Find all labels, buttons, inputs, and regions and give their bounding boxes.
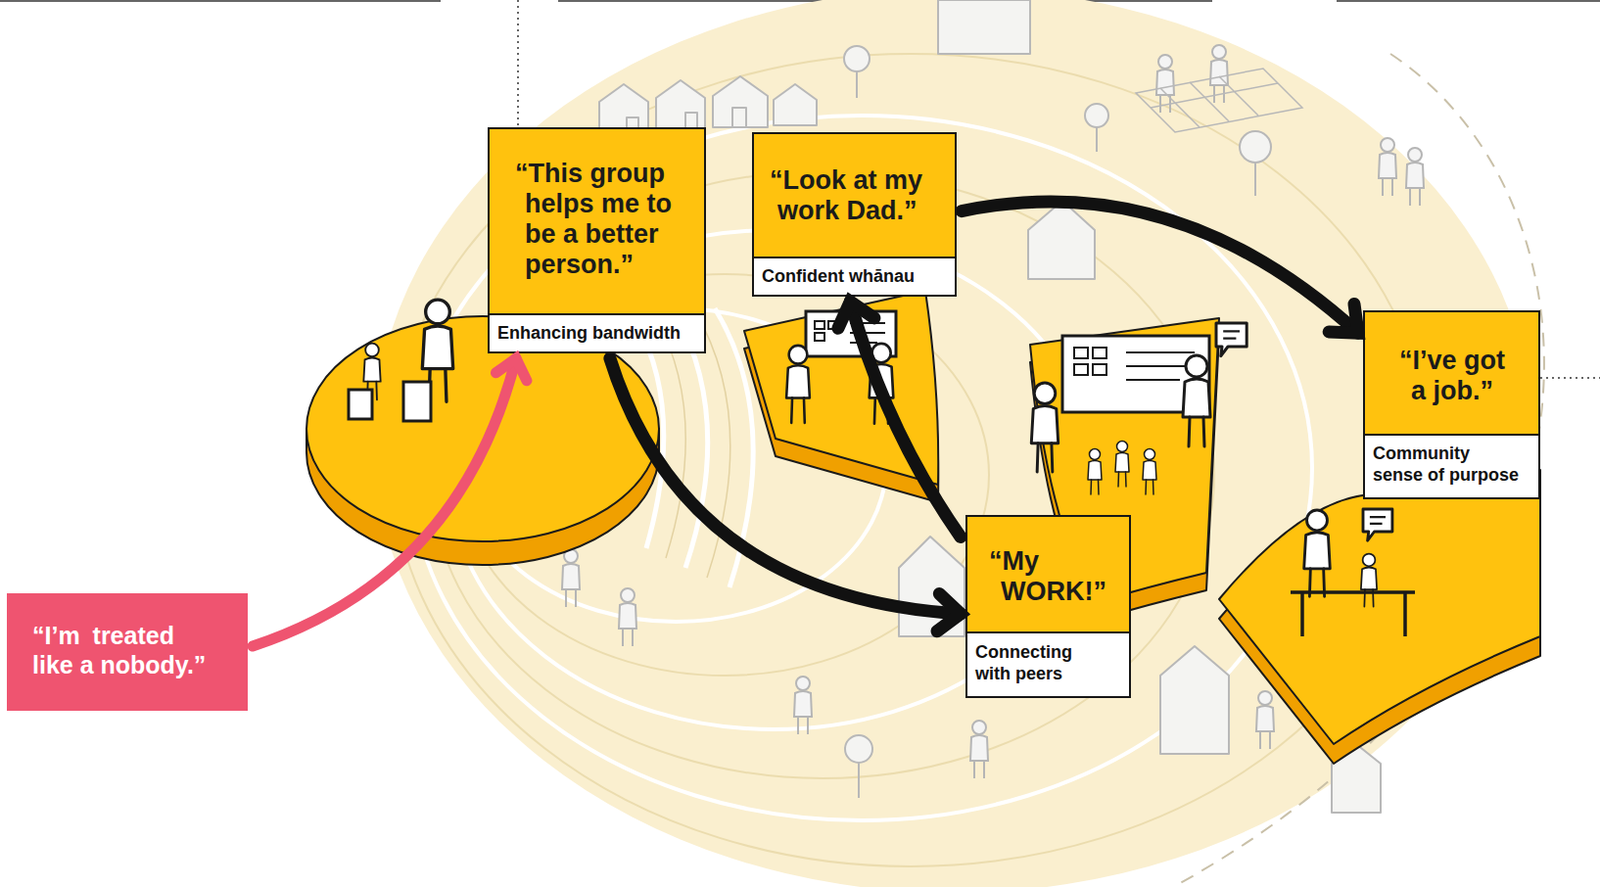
grey-houses [1160,646,1229,754]
quote-text: “I’m treated like a nobody.” [6,593,248,711]
figures [1304,510,1331,597]
arrow-head [1328,304,1359,334]
figures [1142,449,1157,496]
grey-people [618,588,637,647]
grey-trees [857,762,860,799]
grey-trees [845,735,873,763]
leader-lines [1540,376,1600,379]
flow-arrow [610,358,961,632]
grey-houses [898,536,965,637]
grey-trees [1084,103,1109,128]
grey-mat [1150,76,1278,128]
grey-trees [1254,162,1257,196]
theme-label: Connecting with peers [967,631,1130,697]
quote-box: “My WORK!”Connecting with peers [965,515,1131,699]
figures [1031,382,1058,472]
flow-arrow [961,201,1359,333]
flow-arrow [838,301,961,537]
figures [1115,441,1130,488]
arrow-head [937,593,961,631]
leader-lines [517,0,519,128]
grey-trees [855,71,858,98]
grey-mat [1135,68,1303,133]
theme-label: Confident whānau [753,256,955,295]
arrow-line [252,358,517,647]
platform-wedge [1219,470,1541,745]
quote-text: “My WORK!” [967,517,1130,632]
theme-label: Community sense of purpose [1364,433,1539,498]
grey-trees [1095,127,1098,152]
grey-trees [1239,131,1271,163]
grey-houses [938,0,1031,54]
quote-text: “Look at my work Dad.” [753,134,955,257]
quote-text: “This group helps me to be a better pers… [489,129,705,314]
rule-lines [0,0,1600,2]
platform-wedge [744,290,939,503]
grey-houses [599,0,1381,813]
figures [348,389,373,420]
arrow-line [849,301,961,537]
rule-lines [1336,0,1600,2]
arrow-line [961,201,1359,333]
grey-mat [1135,68,1303,133]
grey-people [1256,691,1274,750]
grey-houses [599,84,649,133]
arrow-head [838,301,875,329]
grey-people [970,720,989,779]
figures [869,343,895,424]
grey-houses [1028,200,1095,280]
background-ellipse [1175,53,1545,887]
flow-arrow [252,358,527,647]
rule-lines [0,0,441,2]
grey-people [1406,147,1424,206]
figures [1216,323,1247,357]
quote-box: “Look at my work Dad.”Confident whānau [752,132,957,297]
platform-disc [306,316,659,565]
figures [403,381,431,422]
figures [814,321,886,343]
figures [1290,592,1415,637]
figures [348,299,1415,637]
grey-trees [844,46,870,72]
grey-people [794,676,812,735]
platform-wedge [1219,470,1541,764]
figures [1074,347,1195,380]
figures [1363,509,1393,541]
quote-box: “This group helps me to be a better pers… [487,127,706,354]
grey-houses [773,84,817,126]
grey-people [1378,138,1397,196]
theme-label: Enhancing bandwidth [489,313,705,352]
figures [786,345,810,424]
platform-wedge [744,290,939,485]
figures [1087,449,1102,496]
quote-box: “I’ve got a job.”Community sense of purp… [1363,310,1541,500]
arrow-head [495,358,527,381]
figures [1182,355,1211,447]
figures [1361,554,1377,608]
quote-text: “I’ve got a job.” [1364,312,1539,434]
pain-point-box: “I’m treated like a nobody.” [6,593,248,711]
grey-people [562,549,580,608]
arrow-line [610,358,961,614]
